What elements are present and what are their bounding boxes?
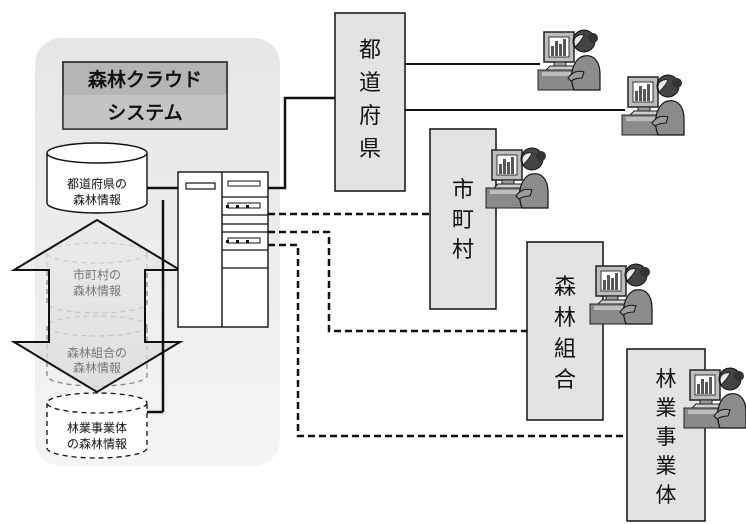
org-prefecture-char-4: 県 bbox=[359, 137, 381, 162]
forestry-operator-db-label-line2: の森林情報 bbox=[67, 436, 127, 451]
server-icon bbox=[177, 171, 269, 328]
org-forestry-operator-char-3: 事 bbox=[656, 425, 677, 449]
forestry-operator-db-label-line1: 林業事業体 bbox=[67, 421, 127, 435]
org-municipality-char-1: 市 bbox=[452, 178, 474, 203]
org-municipality-box: 市 町 村 bbox=[429, 128, 497, 310]
org-prefecture-char-1: 都 bbox=[359, 38, 381, 63]
org-cooperative-char-3: 組 bbox=[554, 337, 576, 362]
org-forestry-operator-char-5: 体 bbox=[656, 483, 677, 507]
connector-forestry-operator bbox=[268, 243, 627, 438]
org-forestry-operator-char-2: 業 bbox=[656, 396, 677, 420]
org-cooperative-box: 森 林 組 合 bbox=[526, 241, 604, 421]
org-forestry-operator-box: 林 業 事 業 体 bbox=[626, 348, 706, 522]
user-computer-icon bbox=[589, 263, 653, 325]
prefecture-user-connectors bbox=[405, 63, 625, 111]
network-connectors bbox=[268, 96, 627, 438]
org-cooperative-char-4: 合 bbox=[554, 368, 576, 393]
prefecture-database: 都道府県の 森林情報 bbox=[46, 142, 148, 214]
org-prefecture-char-2: 道 bbox=[359, 71, 381, 96]
connector-prefecture bbox=[268, 96, 335, 190]
org-municipality-char-2: 町 bbox=[452, 208, 474, 233]
user-computer-icon bbox=[485, 147, 549, 209]
org-municipality-char-3: 村 bbox=[452, 238, 474, 263]
org-prefecture-char-3: 府 bbox=[359, 104, 381, 129]
cooperative-db-label-line1: 森林組合の bbox=[67, 345, 127, 360]
system-title-line2: システム bbox=[107, 102, 182, 124]
connector-cooperative bbox=[268, 230, 527, 333]
org-cooperative-char-1: 森 bbox=[554, 275, 576, 300]
data-sharing-double-arrow bbox=[10, 218, 184, 394]
user-computer-icon bbox=[537, 29, 601, 91]
org-forestry-operator-char-1: 林 bbox=[656, 367, 677, 391]
system-title-line1: 森林クラウド bbox=[88, 68, 202, 91]
cooperative-db-label-line2: 森林情報 bbox=[73, 360, 121, 375]
prefecture-db-label-line1: 都道府県の bbox=[67, 176, 127, 191]
user-computer-icon bbox=[683, 367, 746, 429]
org-forestry-operator-char-4: 業 bbox=[656, 454, 677, 478]
org-prefecture-box: 都 道 府 県 bbox=[334, 12, 406, 192]
user-computer-icon bbox=[621, 74, 685, 136]
forestry-operator-database: 林業事業体 の森林情報 bbox=[46, 392, 148, 459]
municipality-db-label-line1: 市町村の bbox=[73, 267, 121, 282]
org-cooperative-char-2: 林 bbox=[554, 306, 576, 331]
municipality-db-label-line2: 森林情報 bbox=[73, 283, 121, 298]
database-server-connectors bbox=[147, 186, 178, 414]
prefecture-db-label-line2: 森林情報 bbox=[73, 192, 121, 207]
